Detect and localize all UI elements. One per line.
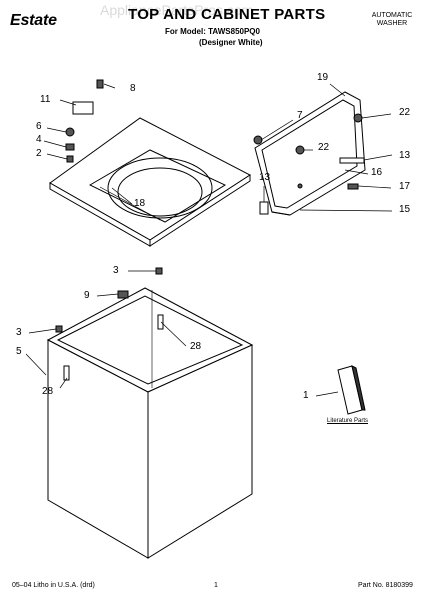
callout-9: 9 xyxy=(84,290,90,301)
footer-litho: 05–04 Litho in U.S.A. (drd) xyxy=(12,582,95,589)
leader-lines xyxy=(25,83,393,397)
callout-28-right: 28 xyxy=(190,341,202,352)
callout-13-left: 13 xyxy=(259,172,271,183)
brand-logo: Estate xyxy=(10,12,57,29)
callout-2: 2 xyxy=(36,148,42,159)
washer-cabinet xyxy=(46,287,254,559)
small-parts xyxy=(55,79,365,381)
model-number: For Model: TAWS850PQ0 xyxy=(165,27,260,36)
watermark: AppliancePartsPros.com xyxy=(100,2,254,18)
callout-8: 8 xyxy=(130,83,136,94)
callout-16: 16 xyxy=(371,167,383,178)
callout-19: 19 xyxy=(317,72,329,83)
part-number: Part No. 8180399 xyxy=(358,582,413,589)
callout-17: 17 xyxy=(399,181,411,192)
appliance-type: AUTOMATIC WASHER xyxy=(362,12,422,28)
page-number: 1 xyxy=(214,582,218,589)
callout-4: 4 xyxy=(36,134,42,145)
callout-28-left: 28 xyxy=(42,386,54,397)
callout-5: 5 xyxy=(16,346,22,357)
callout-15: 15 xyxy=(399,204,411,215)
callout-13-right: 13 xyxy=(399,150,411,161)
literature-booklet xyxy=(337,365,366,415)
model-variant: (Designer White) xyxy=(199,38,263,47)
callout-3-upper: 3 xyxy=(113,265,119,276)
washer-lid xyxy=(254,91,366,216)
washer-top-panel xyxy=(49,117,251,247)
callout-22-mid: 22 xyxy=(318,142,330,153)
appliance-type-line2: WASHER xyxy=(376,20,408,27)
callout-11: 11 xyxy=(40,94,51,105)
callout-1: 1 xyxy=(303,390,309,401)
literature-parts-label: Literature Parts xyxy=(327,418,369,424)
callout-7: 7 xyxy=(297,110,303,121)
appliance-type-line1: AUTOMATIC xyxy=(371,12,413,19)
callout-3-lower: 3 xyxy=(16,327,22,338)
callout-22-top: 22 xyxy=(399,107,411,118)
page-title: TOP AND CABINET PARTS xyxy=(128,6,326,23)
callout-18: 18 xyxy=(134,198,146,209)
callout-6: 6 xyxy=(36,121,42,132)
